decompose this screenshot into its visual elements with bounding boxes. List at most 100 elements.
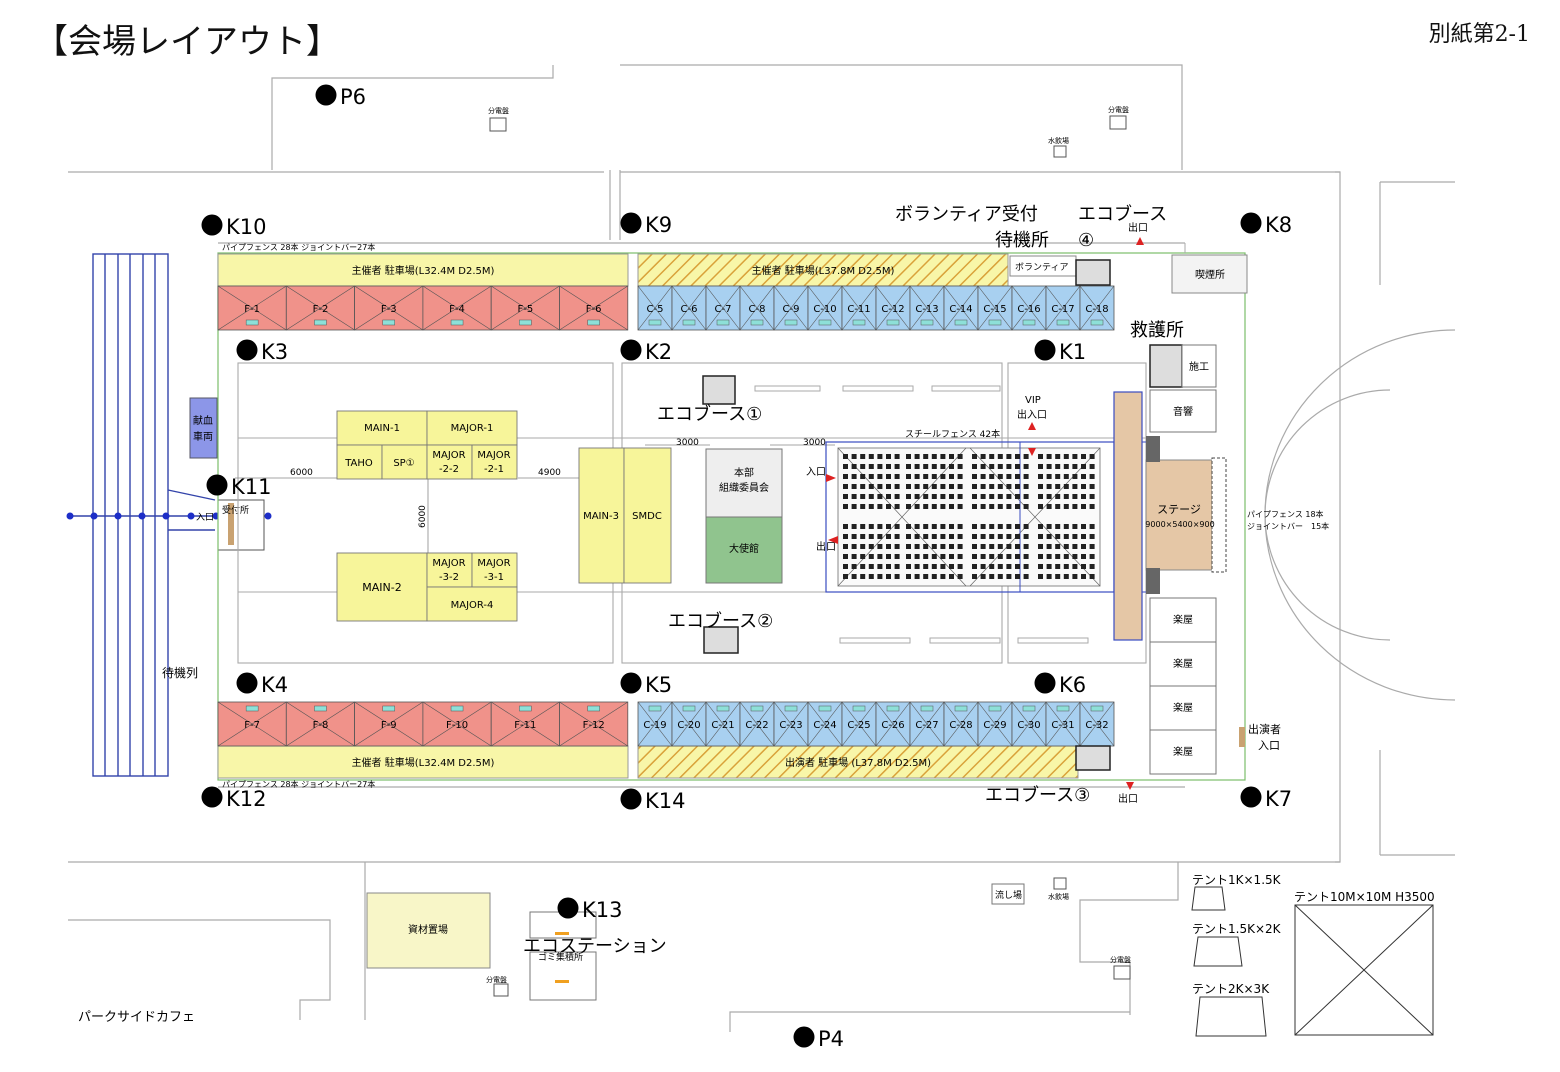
booth-c-25: C-25	[841, 701, 877, 747]
tent-smdc: SMDC	[632, 511, 662, 522]
reception-booth	[217, 499, 265, 551]
stage	[1145, 459, 1213, 571]
booth-label: C-13	[915, 304, 938, 315]
booth-c-20: C-20	[671, 701, 707, 747]
booth-c-22: C-22	[739, 701, 775, 747]
parking-top-left-label: 主催者 駐車場(L32.4M D2.5M)	[352, 264, 495, 277]
main-tent-block-upper	[336, 410, 518, 480]
booth-c-7: C-7	[705, 285, 741, 331]
booth-f-11: F-11	[490, 701, 560, 747]
water-box-1	[1053, 145, 1067, 158]
reception-label: 受付所	[222, 504, 249, 516]
marker-label: K3	[261, 340, 288, 364]
booth-label: C-9	[783, 304, 800, 315]
panel-label-2: 分電盤	[1108, 105, 1129, 114]
parking-bottom-right-label: 出演者 駐車場 (L37.8M D2.5M)	[785, 756, 931, 769]
booth-label: C-23	[779, 720, 802, 731]
booth-c-19: C-19	[637, 701, 673, 747]
booth-label: F-12	[583, 720, 605, 731]
booth-f-4: F-4	[422, 285, 492, 331]
stage-speaker-bottom	[1146, 568, 1160, 594]
eco-booth-1-label: エコブース①	[657, 403, 762, 425]
marker-label: K13	[582, 898, 623, 922]
booth-c-32: C-32	[1079, 701, 1115, 747]
booth-label: F-4	[449, 304, 465, 315]
tent-major-2-1-a: MAJOR	[477, 450, 510, 461]
booth-c-17: C-17	[1045, 285, 1081, 331]
dressing-room-4: 楽屋	[1173, 745, 1193, 758]
parking-top-right	[637, 253, 1009, 287]
marker-k5: K5	[620, 672, 672, 697]
tent-taho: TAHO	[344, 458, 373, 469]
booth-label: C-21	[711, 720, 734, 731]
sink-area	[991, 883, 1025, 905]
booth-label: C-14	[949, 304, 972, 315]
sheet-number: 別紙第2-1	[1428, 22, 1530, 47]
booth-f-8: F-8	[285, 701, 355, 747]
booth-label: C-7	[715, 304, 732, 315]
seating-entrance-label: 入口	[806, 467, 826, 478]
booth-c-16: C-16	[1011, 285, 1047, 331]
booth-label: C-20	[677, 720, 700, 731]
booth-c-18: C-18	[1079, 285, 1115, 331]
eco-booth-3-label: エコブース③	[985, 784, 1090, 806]
booth-f-12: F-12	[559, 701, 629, 747]
sink-label: 流し場	[995, 889, 1022, 901]
embassy-label: 大使館	[729, 542, 759, 555]
dim-3000-left: 3000	[676, 438, 699, 448]
tent-major-2-2-a: MAJOR	[432, 450, 465, 461]
booth-f-6: F-6	[559, 285, 629, 331]
main-tent-block-lower	[336, 552, 518, 622]
booth-label: F-5	[517, 304, 533, 315]
booth-label: F-8	[313, 720, 329, 731]
tent-major-3-2-b: -3-2	[439, 572, 459, 583]
booth-f-2: F-2	[285, 285, 355, 331]
seating-exit-arrow	[828, 536, 838, 544]
booth-label: C-8	[749, 304, 766, 315]
fence-bottom-label: パイプフェンス 28本 ジョイントバー27本	[222, 779, 375, 789]
seating-entrance-arrow	[826, 474, 836, 482]
dressing-room-3: 楽屋	[1173, 701, 1193, 714]
stage-speaker-top	[1146, 436, 1160, 462]
booth-c-9: C-9	[773, 285, 809, 331]
reception-entrance-label: 入口	[196, 512, 214, 523]
venue-perimeter	[217, 252, 1246, 781]
booth-label: F-1	[244, 304, 260, 315]
marker-k6: K6	[1034, 672, 1086, 697]
eco-booth-2-box	[703, 626, 739, 654]
marker-label: K12	[226, 787, 267, 811]
booth-label: F-7	[244, 720, 260, 731]
booth-c-5: C-5	[637, 285, 673, 331]
booth-c-14: C-14	[943, 285, 979, 331]
fence-top-label: パイプフェンス 28本 ジョイントバー27本	[222, 242, 375, 252]
vip-label-1: VIP	[1025, 395, 1041, 406]
marker-k11: K11	[206, 474, 272, 499]
booth-label: C-15	[983, 304, 1006, 315]
booth-f-9: F-9	[354, 701, 424, 747]
booth-label: C-12	[881, 304, 904, 315]
marker-label: P4	[818, 1027, 844, 1051]
marker-k13: K13	[557, 897, 623, 922]
booth-label: C-6	[681, 304, 698, 315]
stage-label: ステージ	[1157, 503, 1201, 516]
booth-c-15: C-15	[977, 285, 1013, 331]
dressing-room-2: 楽屋	[1173, 657, 1193, 670]
audience-seats	[843, 454, 1095, 579]
booth-c-10: C-10	[807, 285, 843, 331]
booth-label: C-5	[647, 304, 664, 315]
marker-k4: K4	[236, 672, 288, 697]
vip-label-2: 出入口	[1017, 408, 1047, 421]
booth-label: C-26	[881, 720, 904, 731]
tent-major-4: MAJOR-4	[451, 600, 494, 611]
marker-label: K8	[1265, 213, 1292, 237]
fence-right-label-1: パイプフェンス 18本	[1247, 509, 1324, 519]
eco-booth-1-box	[702, 375, 736, 405]
blood-donation-vehicle	[189, 397, 218, 459]
booth-label: C-24	[813, 720, 836, 731]
steel-fence-label: スチールフェンス 42本	[905, 428, 1000, 440]
booth-c-13: C-13	[909, 285, 945, 331]
marker-label: K11	[231, 475, 272, 499]
